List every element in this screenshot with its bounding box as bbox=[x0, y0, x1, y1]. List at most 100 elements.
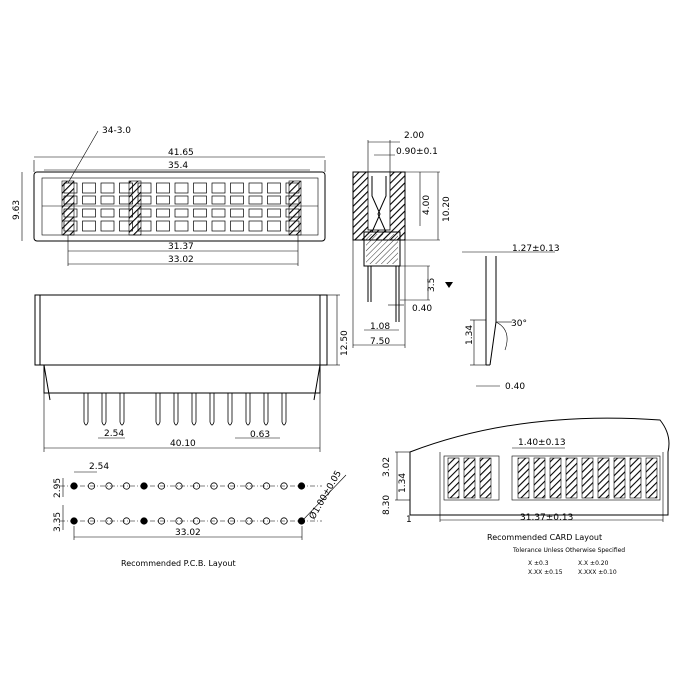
pcb-row-spacing-2: 3.35 bbox=[53, 512, 63, 532]
card-pad bbox=[597, 457, 610, 499]
pcb-holes bbox=[70, 482, 306, 525]
side-top-width: 2.00 bbox=[404, 131, 424, 141]
pin bbox=[191, 393, 197, 426]
card-pad bbox=[517, 457, 530, 499]
card-pad-group-right bbox=[511, 455, 661, 501]
tolerance-3: X.XX ±0.15 bbox=[528, 569, 563, 576]
slot-upper-inner bbox=[230, 195, 244, 205]
slot-upper-inner bbox=[82, 195, 96, 205]
slot-upper bbox=[211, 182, 226, 194]
front-pitch-span-1: 31.37 bbox=[168, 242, 194, 252]
lower-pitch: 2.54 bbox=[104, 429, 124, 439]
pin bbox=[245, 393, 251, 426]
slot-upper-inner bbox=[174, 195, 189, 205]
card-pad bbox=[565, 457, 578, 499]
contact-slots bbox=[63, 182, 300, 232]
card-pad-width: 1.40±0.13 bbox=[518, 438, 566, 448]
card-edge-tip: 0.40 bbox=[505, 382, 525, 392]
side-total-height: 10.20 bbox=[442, 196, 452, 222]
card-pad bbox=[549, 457, 562, 499]
side-slot-width: 0.90±0.1 bbox=[396, 147, 438, 157]
side-pin-width: 0.40 bbox=[412, 304, 432, 314]
slot-upper-inner bbox=[156, 195, 170, 205]
slot-upper-inner bbox=[267, 195, 281, 205]
card-pad bbox=[613, 457, 626, 499]
lower-front-view: 12.50 40.10 2.54 0.63 bbox=[34, 294, 350, 452]
pin bbox=[173, 393, 179, 426]
pin bbox=[119, 393, 125, 426]
slot-lower-inner bbox=[174, 208, 189, 218]
slot-upper bbox=[248, 182, 263, 194]
slot-upper-inner bbox=[211, 195, 226, 205]
card-edge-profile: 1.27±0.13 1.34 30° 0.40 bbox=[462, 244, 560, 392]
card-width: 31.37±0.13 bbox=[520, 513, 573, 523]
tolerance-2: X.X ±0.20 bbox=[578, 560, 609, 567]
pcb-width: 33.02 bbox=[175, 528, 201, 538]
card-pad bbox=[463, 457, 476, 499]
slot-lower-inner bbox=[193, 208, 207, 218]
slot-lower bbox=[193, 220, 207, 232]
card-pad bbox=[645, 457, 658, 499]
lower-width: 40.10 bbox=[170, 439, 196, 449]
tolerance-note: Tolerance Unless Otherwise Specified bbox=[512, 547, 625, 554]
card-side-height: 8.30 bbox=[382, 495, 392, 515]
card-layout: 1.40±0.13 3.02 1.34 8.30 1 31.37±0.13 Re… bbox=[382, 417, 670, 576]
card-edge-angle: 30° bbox=[511, 319, 527, 329]
side-section-view: 2.00 0.90±0.1 4.00 10.20 3.5 0.40 1.08 7… bbox=[352, 131, 453, 348]
slot-lower-inner bbox=[267, 208, 281, 218]
pcb-row-spacing-1: 2.95 bbox=[53, 478, 63, 498]
pcb-hole-callout: Ø1.00±0.05 bbox=[307, 469, 344, 522]
card-pad-height: 1.34 bbox=[398, 473, 408, 493]
card-pads bbox=[443, 455, 661, 501]
card-pad bbox=[629, 457, 642, 499]
slot-upper bbox=[174, 182, 189, 194]
front-inner-width: 35.4 bbox=[168, 161, 188, 171]
slot-lower-inner bbox=[248, 208, 263, 218]
slot-lower bbox=[156, 220, 170, 232]
slot-lower-inner bbox=[156, 208, 170, 218]
card-pad bbox=[581, 457, 594, 499]
slot-upper-inner bbox=[100, 195, 115, 205]
side-pin-offset: 1.08 bbox=[370, 322, 390, 332]
slot-upper bbox=[230, 182, 244, 194]
card-caption: Recommended CARD Layout bbox=[487, 533, 602, 542]
slot-lower-inner bbox=[82, 208, 96, 218]
lower-pins bbox=[83, 393, 287, 426]
pin bbox=[101, 393, 107, 426]
slot-lower-inner bbox=[230, 208, 244, 218]
card-edge-width: 1.27±0.13 bbox=[512, 244, 560, 254]
front-view: 41.65 35.4 9.63 34-3.0 31.37 33.02 bbox=[12, 126, 326, 266]
card-total-height: 3.02 bbox=[382, 457, 392, 477]
slot-upper bbox=[193, 182, 207, 194]
slot-lower bbox=[174, 220, 189, 232]
front-height: 9.63 bbox=[12, 200, 22, 220]
tolerance-4: X.XXX ±0.10 bbox=[578, 569, 617, 576]
tolerance-1: X ±0.3 bbox=[528, 560, 549, 567]
slot-lower-inner bbox=[100, 208, 115, 218]
slot-upper-inner bbox=[248, 195, 263, 205]
pcb-caption: Recommended P.C.B. Layout bbox=[121, 559, 236, 568]
card-edge-mark: 1 bbox=[406, 515, 412, 525]
card-pad bbox=[479, 457, 492, 499]
slot-lower bbox=[230, 220, 244, 232]
side-inner-height: 4.00 bbox=[422, 195, 432, 215]
slot-upper bbox=[156, 182, 170, 194]
slot-upper bbox=[267, 182, 281, 194]
slot-lower bbox=[267, 220, 281, 232]
slot-lower bbox=[248, 220, 263, 232]
pin bbox=[281, 393, 287, 426]
slot-upper-inner bbox=[193, 195, 207, 205]
pin bbox=[263, 393, 269, 426]
slot-lower bbox=[211, 220, 226, 232]
pin bbox=[227, 393, 233, 426]
slot-upper bbox=[100, 182, 115, 194]
slot-lower bbox=[100, 220, 115, 232]
pin bbox=[209, 393, 215, 426]
card-edge-length: 1.34 bbox=[465, 325, 475, 345]
pcb-pitch: 2.54 bbox=[89, 462, 109, 472]
side-pin-length: 3.5 bbox=[427, 278, 437, 292]
lower-height: 12.50 bbox=[340, 330, 350, 356]
lower-pin-size: 0.63 bbox=[250, 430, 270, 440]
front-pitch-span-2: 33.02 bbox=[168, 255, 194, 265]
